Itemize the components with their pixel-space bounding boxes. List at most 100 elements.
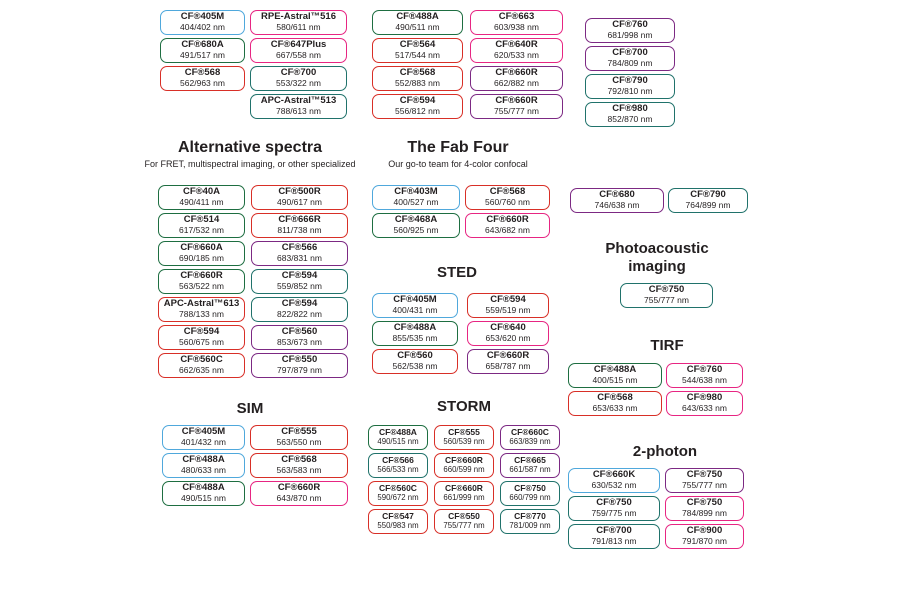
dye-wavelengths: 660/599 nm	[443, 464, 485, 474]
dye-wavelengths: 559/519 nm	[485, 305, 531, 316]
dye-name: CF®594	[490, 294, 526, 306]
dye-name: CF®760	[686, 364, 723, 376]
dye-name: CF®700	[280, 67, 317, 79]
dye-wavelengths: 490/617 nm	[277, 197, 322, 208]
dye-name: CF®660A	[180, 242, 223, 254]
dye-name: CF®666R	[278, 214, 321, 226]
dye-wavelengths: 400/431 nm	[392, 305, 438, 316]
dye-wavelengths: 788/613 nm	[276, 106, 321, 117]
dye-name: CF®663	[498, 11, 535, 23]
section-title: The Fab Four	[407, 139, 509, 156]
dye-name: CF®660R	[277, 482, 321, 494]
dye-wavelengths: 491/517 nm	[180, 50, 225, 61]
dye-name: CF®568	[184, 67, 221, 79]
dye-name: CF®660R	[495, 67, 538, 79]
dye-name: CF®660R	[486, 350, 530, 362]
dye-wavelengths: 590/672 nm	[377, 492, 419, 502]
dye-name: CF®488A	[379, 427, 417, 438]
dye-name: CF®790	[690, 189, 726, 201]
dye-name: CF®594	[399, 95, 436, 107]
dye-wavelengths: 681/998 nm	[607, 30, 653, 41]
dye-wavelengths: 746/638 nm	[594, 200, 640, 211]
dye-wavelengths: 550/983 nm	[377, 520, 419, 530]
dye-name: CF®680A	[181, 39, 224, 51]
dye-name: CF®564	[399, 39, 436, 51]
dye-name: APC-Astral™513	[260, 95, 337, 107]
dye-name: CF®468A	[394, 214, 438, 226]
dye-wavelengths: 852/870 nm	[607, 114, 653, 125]
dye-wavelengths: 811/738 nm	[277, 225, 322, 236]
dye-wavelengths: 855/535 nm	[392, 333, 438, 344]
dye-name: CF®488A	[182, 454, 225, 466]
dye-name: CF®750	[514, 483, 546, 494]
section-heading-storm: STORM	[437, 398, 491, 416]
section-subtitle: Our go-to team for 4-color confocal	[388, 159, 528, 169]
section-heading-tirf: TIRF	[650, 337, 683, 355]
dye-name: CF®550	[448, 511, 480, 522]
dye-name: CF®560	[397, 350, 433, 362]
dye-wavelengths: 791/870 nm	[682, 536, 727, 547]
dye-name: CF®594	[281, 270, 318, 282]
dye-wavelengths: 653/620 nm	[485, 333, 531, 344]
dye-wavelengths: 560/675 nm	[179, 337, 224, 348]
dye-name: CF®790	[612, 75, 648, 87]
dye-wavelengths: 781/009 nm	[509, 520, 551, 530]
dye-wavelengths: 791/813 nm	[591, 536, 637, 547]
dye-name: CF®514	[183, 214, 220, 226]
dye-name: CF®660C	[511, 427, 549, 438]
dye-name: CF®488A	[393, 322, 437, 334]
dye-wavelengths: 490/515 nm	[181, 493, 226, 504]
dye-wavelengths: 563/522 nm	[179, 281, 224, 292]
dye-name: CF®640	[490, 322, 526, 334]
dye-name: CF®560C	[180, 354, 223, 366]
dye-name: CF®555	[448, 427, 480, 438]
dye-wavelengths: 566/533 nm	[377, 464, 419, 474]
dye-wavelengths: 630/532 nm	[591, 480, 637, 491]
dye-name: CF®750	[686, 469, 723, 481]
dye-wavelengths: 517/544 nm	[395, 50, 440, 61]
dye-name: CF®594	[183, 326, 220, 338]
dye-wavelengths: 552/883 nm	[395, 78, 440, 89]
section-title: STORM	[437, 398, 491, 415]
dye-wavelengths: 667/558 nm	[276, 50, 321, 61]
dye-name: RPE-Astral™516	[261, 11, 336, 23]
section-heading-tp: 2-photon	[633, 443, 697, 461]
dye-name: CF®760	[612, 19, 648, 31]
